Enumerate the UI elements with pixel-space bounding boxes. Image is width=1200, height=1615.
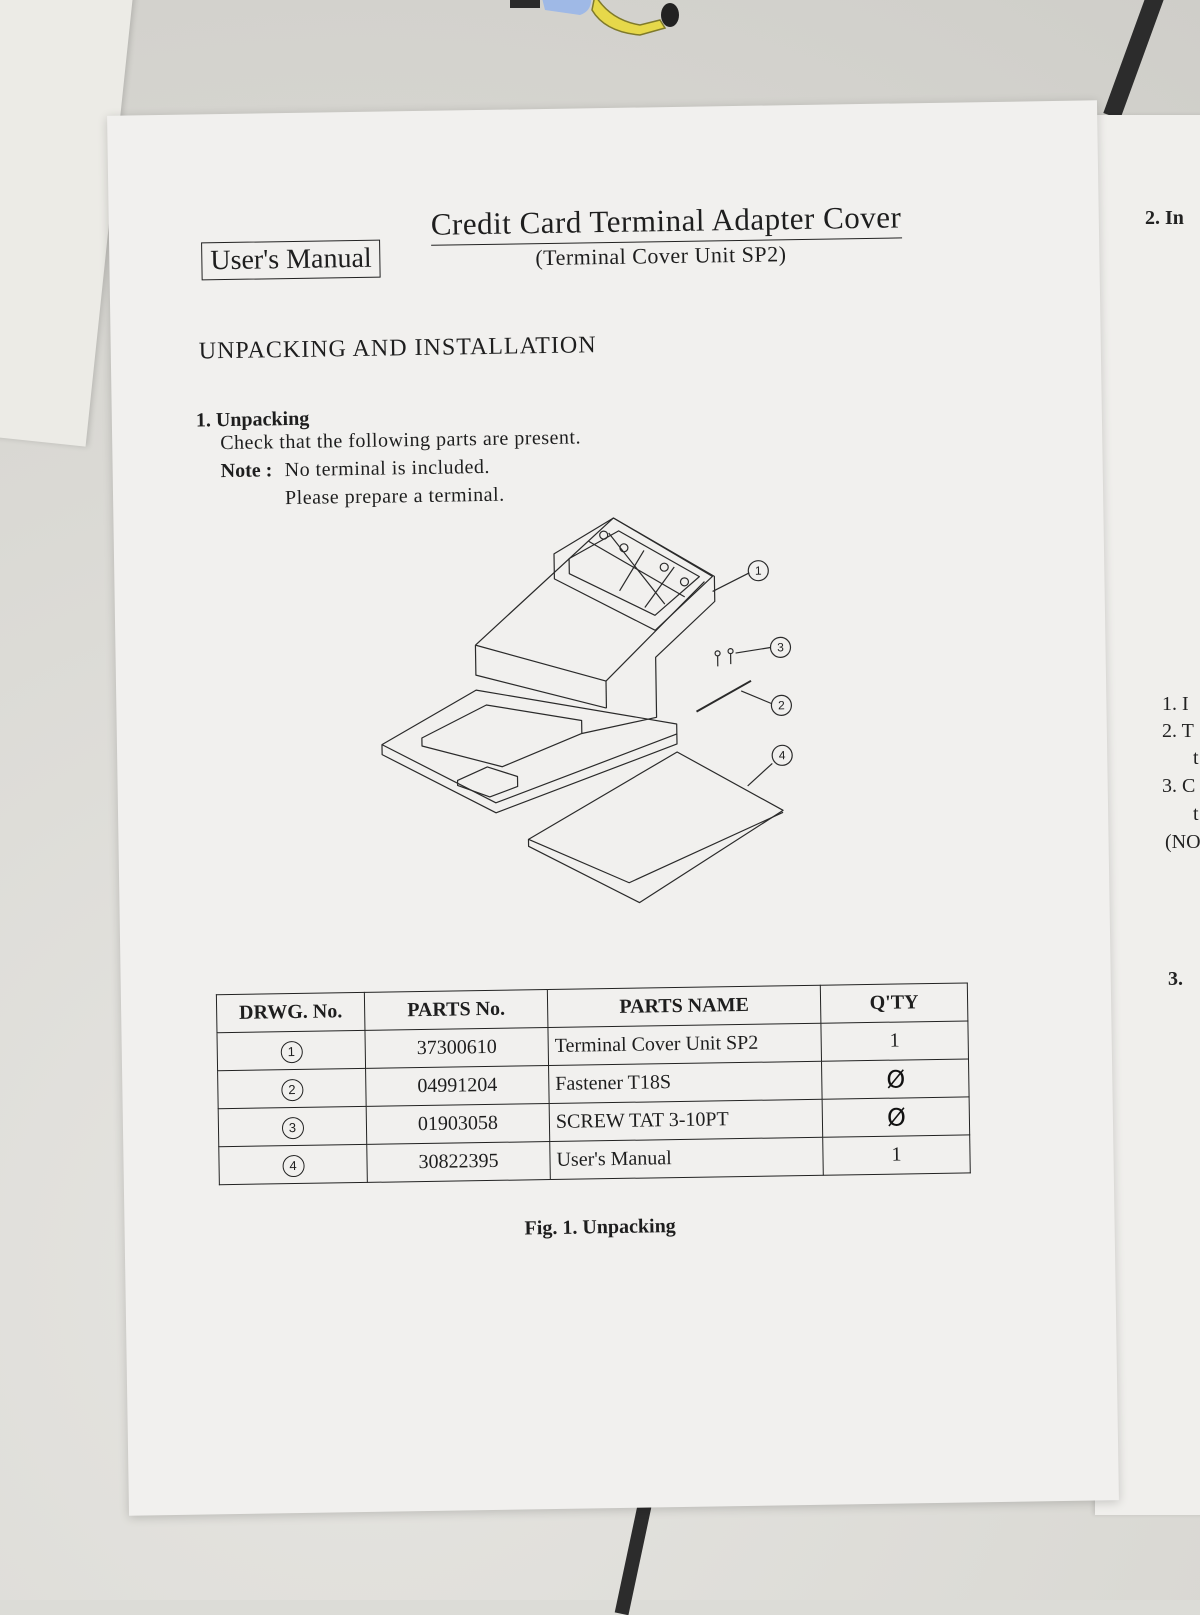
parts-name: User's Manual xyxy=(549,1137,824,1180)
callout-label: 4 xyxy=(779,748,786,762)
right-item: 2. T xyxy=(1162,720,1194,742)
section-title: UNPACKING AND INSTALLATION xyxy=(198,332,597,365)
column-header: PARTS No. xyxy=(364,989,548,1031)
note-text: No terminal is included. xyxy=(284,455,491,482)
right-note: (NO xyxy=(1165,831,1200,853)
parts-table: DRWG. No. PARTS No. PARTS NAME Q'TY 1 37… xyxy=(216,982,971,1185)
figure-caption: Fig. 1. Unpacking xyxy=(524,1215,676,1240)
column-header: DRWG. No. xyxy=(216,992,365,1033)
drawing-number: 4 xyxy=(281,1154,305,1177)
drawing-number: 2 xyxy=(280,1078,304,1101)
document-subtitle: (Terminal Cover Unit SP2) xyxy=(535,241,787,271)
parts-number: 37300610 xyxy=(364,1027,549,1069)
drawing-number: 3 xyxy=(281,1116,304,1139)
step-title: 1. Unpacking xyxy=(195,407,310,432)
step-text: Check that the following parts are prese… xyxy=(220,426,582,455)
quantity: 1 xyxy=(822,1134,971,1176)
right-section: 3. xyxy=(1168,968,1183,990)
right-item: t xyxy=(1193,747,1199,769)
callout-label: 3 xyxy=(777,640,784,654)
note-label: Note : xyxy=(220,459,273,483)
manual-label: User's Manual xyxy=(201,239,381,281)
column-header: PARTS NAME xyxy=(547,985,821,1028)
right-item: 1. I xyxy=(1162,693,1189,715)
right-heading: 2. In xyxy=(1145,207,1184,229)
right-item: 3. C xyxy=(1162,775,1196,797)
toy-figure xyxy=(510,0,679,36)
quantity: 1 xyxy=(820,1020,969,1062)
parts-name: Terminal Cover Unit SP2 xyxy=(547,1023,822,1066)
callout-label: 2 xyxy=(778,698,785,712)
parts-number: 04991204 xyxy=(365,1065,550,1107)
parts-name: Fastener T18S xyxy=(548,1061,823,1104)
handwritten-quantity: Ø xyxy=(886,1064,905,1094)
right-item: t xyxy=(1193,803,1199,825)
parts-name: SCREW TAT 3-10PT xyxy=(549,1099,823,1142)
callout-label: 1 xyxy=(755,564,762,578)
unpacking-illustration: 1 3 2 4 xyxy=(381,517,793,904)
parts-number: 01903058 xyxy=(366,1103,550,1145)
handwritten-quantity: Ø xyxy=(886,1102,906,1132)
note-text: Please prepare a terminal. xyxy=(284,483,505,510)
drawing-number: 1 xyxy=(280,1040,303,1063)
document-title: Credit Card Terminal Adapter Cover xyxy=(430,199,902,246)
column-header: Q'TY xyxy=(820,982,968,1024)
parts-number: 30822395 xyxy=(366,1141,551,1183)
manual-page: User's Manual Credit Card Terminal Adapt… xyxy=(107,100,1119,1516)
